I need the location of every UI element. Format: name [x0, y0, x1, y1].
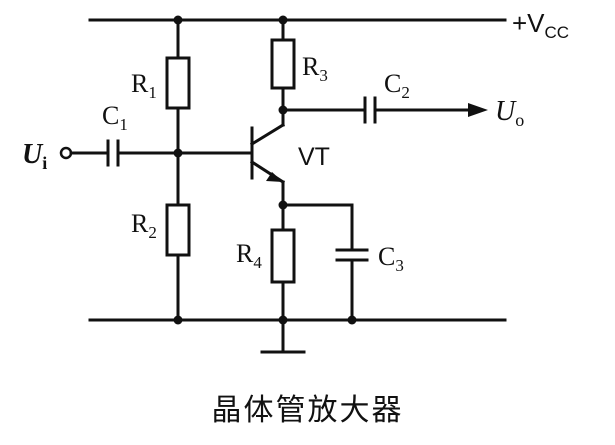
junction-dot — [347, 315, 357, 325]
transistor-collector-lead — [249, 122, 286, 147]
transistor-label: VT — [298, 143, 330, 171]
c1-label: C1 — [102, 101, 128, 134]
r4-label: R4 — [236, 239, 262, 272]
junction-dot — [278, 315, 288, 325]
output-arrow-icon — [468, 103, 488, 117]
junction-dot — [173, 315, 183, 325]
input-label: Ui — [22, 139, 47, 173]
emitter-arrow-icon — [266, 172, 283, 182]
junction-dot — [278, 15, 288, 25]
r3-label: R3 — [302, 52, 328, 85]
c3-label: C3 — [378, 242, 404, 275]
resistor-r1 — [165, 56, 191, 110]
junction-dot — [278, 105, 288, 115]
junction-dot — [173, 15, 183, 25]
resistor-r2 — [165, 203, 191, 257]
junction-dot — [173, 148, 183, 158]
resistor-r4 — [270, 228, 296, 284]
resistor-r3 — [270, 38, 296, 90]
junction-dot — [278, 200, 288, 210]
r1-label: R1 — [131, 69, 157, 102]
figure-caption: 晶体管放大器 — [211, 393, 404, 428]
r2-label: R2 — [131, 209, 157, 242]
c2-label: C2 — [384, 69, 410, 102]
vcc-label: +VCC — [512, 8, 569, 42]
output-label: Uo — [495, 96, 524, 130]
